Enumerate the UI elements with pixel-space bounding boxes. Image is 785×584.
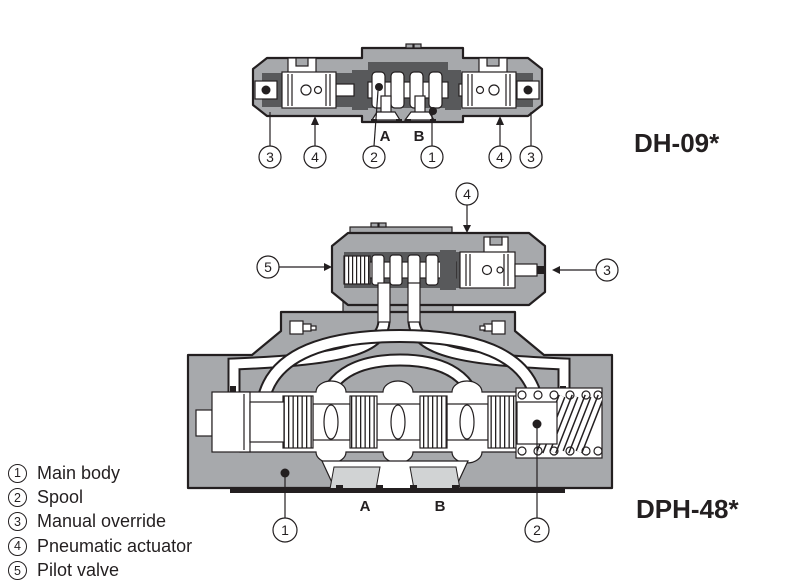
legend-label-manual-override: Manual override bbox=[37, 511, 167, 532]
dh09-top-screw bbox=[413, 43, 422, 49]
dph48-port-a-label: A bbox=[360, 498, 371, 515]
legend-item-spool: 2 Spool bbox=[8, 485, 192, 509]
dph48-pilot-screw bbox=[378, 222, 387, 228]
svg-text:4: 4 bbox=[463, 186, 471, 202]
dph48-callout-2: 2 bbox=[524, 517, 550, 543]
dph48-fitting-right bbox=[479, 320, 506, 335]
dph48-base-plate bbox=[230, 488, 565, 493]
legend-label-pilot-valve: Pilot valve bbox=[37, 560, 120, 581]
dph48-pilot-seat bbox=[440, 250, 456, 290]
dph48-pilot-stem-b bbox=[407, 282, 421, 323]
svg-text:1: 1 bbox=[281, 522, 289, 538]
dph48-bottom-ports bbox=[321, 460, 469, 490]
dph48-body-ref-dot bbox=[280, 468, 290, 478]
svg-text:3: 3 bbox=[603, 262, 611, 278]
legend-item-manual-override: 3 Manual override bbox=[8, 510, 192, 534]
dh09-body-ref-dot bbox=[429, 107, 437, 115]
legend-item-main-body: 1 Main body bbox=[8, 461, 192, 485]
dph48-pilot-plug-tab bbox=[489, 236, 503, 246]
dph48-spool-ref-dot bbox=[532, 419, 542, 429]
svg-text:1: 1 bbox=[428, 149, 436, 165]
legend-label-spool: Spool bbox=[37, 487, 84, 508]
legend-number-2: 2 bbox=[8, 488, 27, 508]
legend-label-pneumatic-actuator: Pneumatic actuator bbox=[37, 535, 193, 556]
dh09-spool bbox=[367, 71, 449, 109]
dph48-spool-waists bbox=[312, 403, 489, 441]
legend-number-1: 1 bbox=[8, 463, 27, 483]
dph48-pilot-screw bbox=[370, 222, 379, 228]
dph48-model-title: DPH-48* bbox=[636, 494, 739, 524]
legend-number-4: 4 bbox=[8, 536, 27, 556]
dph48-valve-section: A B 5 4 3 1 bbox=[186, 182, 619, 543]
svg-text:3: 3 bbox=[527, 149, 535, 165]
dh09-callout-1: 1 bbox=[420, 145, 444, 169]
dph48-pilot-piston bbox=[459, 251, 516, 289]
dph48-pilot-valve bbox=[330, 222, 547, 307]
dh09-leader-lines bbox=[269, 90, 532, 147]
dph48-pilot-stem-a bbox=[377, 282, 391, 323]
dh09-plug-right-tab bbox=[486, 57, 500, 67]
dph48-callout-3: 3 bbox=[595, 258, 619, 282]
svg-text:4: 4 bbox=[496, 149, 504, 165]
dph48-pilot-override-pin bbox=[537, 266, 544, 274]
svg-text:3: 3 bbox=[266, 149, 274, 165]
dh09-callout-4-left: 4 bbox=[303, 145, 327, 169]
dh09-callout-3-left: 3 bbox=[258, 145, 282, 169]
svg-text:2: 2 bbox=[370, 149, 378, 165]
dh09-callout-3-right: 3 bbox=[519, 145, 543, 169]
dh09-top-screw bbox=[405, 43, 414, 49]
dh09-port-stems bbox=[370, 95, 436, 122]
legend-number-3: 3 bbox=[8, 512, 27, 532]
dph48-pilot-spring bbox=[343, 255, 371, 285]
dph48-spool-lands bbox=[282, 395, 519, 449]
dph48-pilot-override-stem bbox=[514, 263, 538, 277]
dh09-spool-seat-left bbox=[352, 70, 368, 110]
legend-item-pneumatic-actuator: 4 Pneumatic actuator bbox=[8, 534, 192, 558]
dph48-callout-5: 5 bbox=[256, 255, 280, 279]
dh09-model-title: DH-09* bbox=[634, 128, 720, 158]
dh09-plug-left-tab bbox=[295, 57, 309, 67]
dph48-leader-lines bbox=[279, 205, 596, 518]
dh09-callout-4-right: 4 bbox=[488, 145, 512, 169]
dh09-manual-override-left bbox=[254, 80, 278, 100]
parts-legend: 1 Main body 2 Spool 3 Manual override 4 … bbox=[8, 461, 192, 583]
dh09-valve-section: A B 3 4 2 1 bbox=[251, 43, 544, 169]
dh09-spool-ref-dot bbox=[375, 83, 383, 91]
svg-text:2: 2 bbox=[533, 522, 541, 538]
dph48-callout-4: 4 bbox=[455, 182, 479, 206]
dph48-callout-1: 1 bbox=[272, 517, 298, 543]
dph48-port-b-label: B bbox=[435, 498, 446, 515]
dh09-shaft-left bbox=[335, 83, 355, 97]
dph48-end-cap-left bbox=[195, 391, 285, 453]
dph48-fitting-left bbox=[289, 320, 317, 335]
dh09-manual-override-right bbox=[516, 80, 540, 100]
dh09-callout-2: 2 bbox=[362, 145, 386, 169]
dh09-piston-left bbox=[281, 71, 337, 109]
dh09-spool-seat-right bbox=[445, 70, 461, 110]
legend-number-5: 5 bbox=[8, 561, 27, 581]
svg-text:5: 5 bbox=[264, 259, 272, 275]
dph48-pilot-spool bbox=[369, 254, 457, 286]
legend-item-pilot-valve: 5 Pilot valve bbox=[8, 559, 192, 583]
dh09-port-a-label: A bbox=[380, 128, 391, 145]
dh09-piston-right bbox=[461, 71, 517, 109]
dh09-port-b-label: B bbox=[414, 128, 425, 145]
svg-text:4: 4 bbox=[311, 149, 319, 165]
dph48-spring-assembly bbox=[515, 387, 603, 459]
legend-label-main-body: Main body bbox=[37, 462, 121, 483]
